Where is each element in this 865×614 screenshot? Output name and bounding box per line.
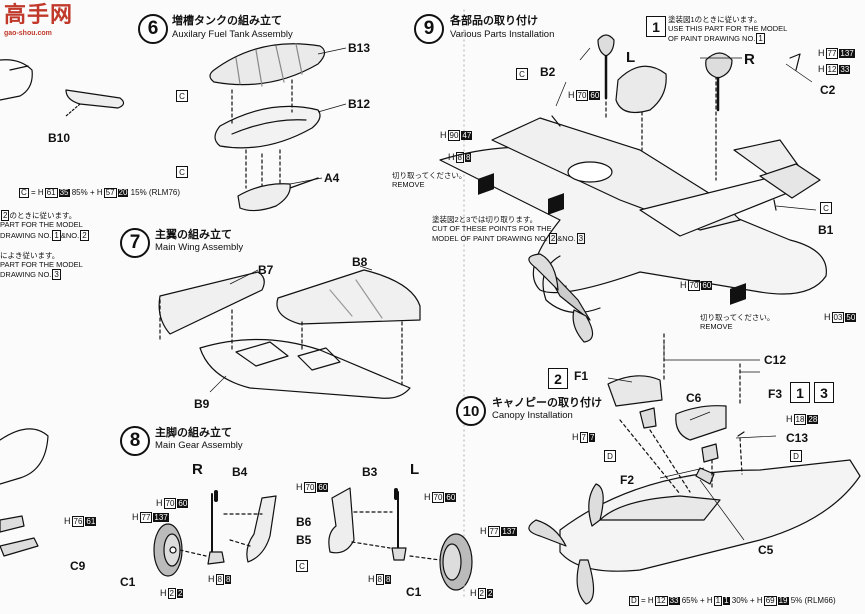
paint-drawing-2-marker: 2 — [548, 368, 568, 389]
side-label-left: L — [410, 461, 420, 478]
part-label-c1-right: C1 — [120, 575, 136, 589]
step-7-number: 7 — [120, 228, 150, 258]
left-note-drawing-3: によき従います。 PART FOR THE MODEL DRAWING NO.3 — [0, 251, 83, 281]
step-8-number: 8 — [120, 426, 150, 456]
part-label-b7: B7 — [258, 263, 274, 277]
part-label-b10: B10 — [48, 131, 71, 145]
watermark-logo: 高手网 gao-shou.com — [0, 0, 72, 38]
remove-note-right: 切り取ってください。REMOVE — [700, 313, 775, 331]
part-label-b4: B4 — [232, 465, 248, 479]
part-label-f3: F3 — [768, 387, 783, 401]
part-label-b12: B12 — [348, 97, 371, 111]
paint-drawing-3-marker: 3 — [814, 382, 834, 403]
paint-drawing-1-note: 塗装図1のときに従います。 USE THIS PART FOR THE MODE… — [668, 15, 788, 45]
part-label-f2: F2 — [620, 473, 635, 487]
paint-drawing-1-marker: 1 — [646, 16, 666, 37]
step-6-title-jp: 増槽タンクの組み立て — [172, 15, 282, 27]
step-10-title-en: Canopy Installation — [492, 410, 573, 421]
part-label-c12: C12 — [764, 353, 787, 367]
part-label-b9: B9 — [194, 397, 210, 411]
paint-box-c: C — [296, 560, 308, 572]
remove-note-left: 切り取ってください。REMOVE — [392, 171, 467, 189]
step-9-number: 9 — [414, 14, 444, 44]
part-label-c9: C9 — [70, 559, 86, 573]
part-label-b3: B3 — [362, 465, 378, 479]
watermark-brand: 高手网 — [4, 2, 74, 27]
step-6-title-en: Auxilary Fuel Tank Assembly — [172, 29, 293, 40]
paint-box-d: D — [790, 450, 802, 462]
watermark-url: gao-shou.com — [4, 30, 52, 37]
step-9-title-en: Various Parts Installation — [450, 29, 555, 40]
paint-box-c: C — [820, 202, 832, 214]
part-label-c13: C13 — [786, 431, 809, 445]
step-10-title-jp: キャノピーの取り付け — [492, 397, 602, 409]
step-10-number: 10 — [456, 396, 486, 426]
paint-box-c: C — [176, 166, 188, 178]
part-label-b5: B5 — [296, 533, 312, 547]
step-7-title-jp: 主翼の組み立て — [155, 229, 232, 241]
part-label-c2: C2 — [820, 83, 836, 97]
part-label-b1: B1 — [818, 223, 834, 237]
part-label-b6: B6 — [296, 515, 312, 529]
paint-box-d: D — [604, 450, 616, 462]
paint-box-c: C — [176, 90, 188, 102]
cut-points-note: 塗装図2と3では切り取ります。 CUT OF THESE POINTS FOR … — [432, 215, 586, 245]
paint-drawing-1-marker: 1 — [790, 382, 810, 403]
part-label-b2: B2 — [540, 65, 556, 79]
step-7-title-en: Main Wing Assembly — [155, 242, 244, 253]
part-label-a4: A4 — [324, 171, 340, 185]
step-8-title-jp: 主脚の組み立て — [155, 427, 232, 439]
part-label-f1: F1 — [574, 369, 589, 383]
step-8-title-en: Main Gear Assembly — [155, 440, 243, 451]
part-label-l-antenna: L — [626, 49, 636, 66]
part-label-c5: C5 — [758, 543, 774, 557]
part-label-c6: C6 — [686, 391, 702, 405]
part-label-b8: B8 — [352, 255, 368, 269]
part-label-c1-left: C1 — [406, 585, 422, 599]
side-label-right: R — [192, 461, 203, 478]
part-label-b13: B13 — [348, 41, 371, 55]
part-label-r-antenna: R — [744, 51, 755, 68]
paint-box-c: C — [516, 68, 528, 80]
step-9-title-jp: 各部品の取り付け — [450, 15, 538, 27]
step-6-number: 6 — [138, 14, 168, 44]
